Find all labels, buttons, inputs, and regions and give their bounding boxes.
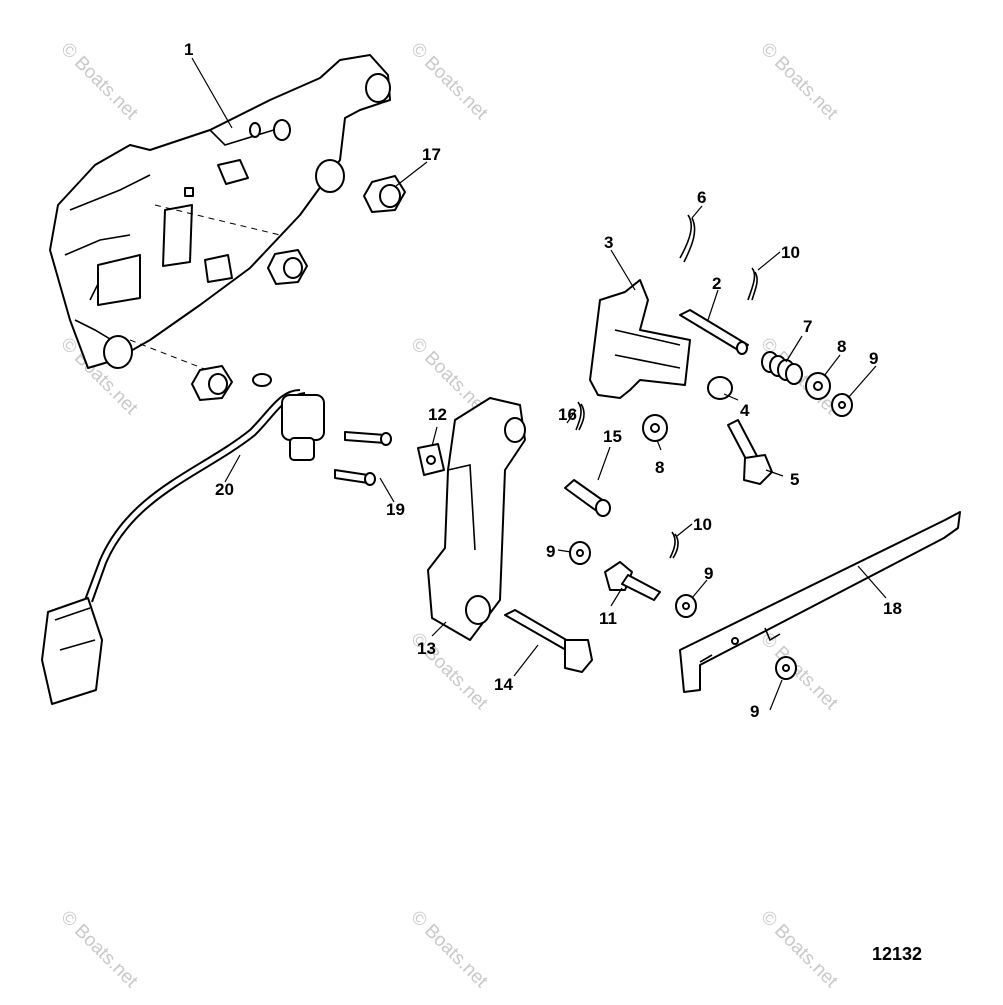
callout-10-lower: 10 — [693, 515, 712, 534]
callout-17: 17 — [422, 145, 441, 164]
callout-16: 16 — [558, 405, 577, 424]
callout-20: 20 — [215, 480, 234, 499]
part-19-screws — [334, 431, 392, 486]
part-15-pin — [564, 479, 611, 517]
callout-2: 2 — [712, 274, 721, 293]
callout-11: 11 — [599, 609, 617, 628]
callout-3: 3 — [604, 233, 613, 252]
part-7-spring — [761, 351, 803, 385]
callout-9-left: 9 — [546, 542, 555, 561]
part-9-washer-right — [831, 393, 853, 417]
part-9-washer-middle — [675, 594, 697, 618]
part-2-pin — [679, 309, 749, 355]
part-9-washer-left — [569, 541, 591, 565]
part-16-cotter-pin — [575, 401, 585, 431]
part-3-shift-cam — [589, 279, 691, 399]
callout-6: 6 — [697, 188, 706, 207]
part-17-nut — [363, 175, 406, 213]
part-20-neutral-switch-harness — [41, 389, 325, 705]
watermark-3: © Boats.net — [756, 39, 842, 125]
callout-12: 12 — [428, 405, 447, 424]
watermark-1: © Boats.net — [56, 39, 142, 125]
part-12-retainer — [417, 443, 445, 476]
callout-15: 15 — [603, 427, 622, 446]
callout-labels: 1 2 3 4 5 6 7 8 8 9 9 9 9 9 10 10 11 12 … — [184, 40, 902, 721]
watermark-8: © Boats.net — [756, 629, 842, 715]
watermark-9: © Boats.net — [56, 907, 142, 993]
watermark-2: © Boats.net — [406, 39, 492, 125]
small-clip — [252, 373, 272, 387]
part-1-shift-bracket — [49, 54, 391, 369]
part-8-washer-lower — [642, 414, 668, 442]
part-11-stud — [604, 561, 661, 601]
part-10-cotter-pin-upper — [747, 267, 758, 301]
part-5-bolt — [727, 419, 773, 485]
part-18-link-rod — [679, 511, 961, 693]
part-8-washer-upper — [805, 372, 831, 400]
leader-lines — [191, 57, 887, 711]
callout-7: 7 — [803, 317, 812, 336]
callout-1: 1 — [184, 40, 193, 59]
callout-8-upper: 8 — [837, 337, 846, 356]
watermark-11: © Boats.net — [756, 907, 842, 993]
part-1-bushing — [365, 73, 391, 103]
callout-10-upper: 10 — [781, 243, 800, 262]
part-6-cotter-pin — [679, 214, 696, 263]
watermark-10: © Boats.net — [406, 907, 492, 993]
callout-8-lower: 8 — [655, 458, 664, 477]
part-13-shift-lever — [427, 397, 526, 641]
diagram-reference-number: 12132 — [872, 944, 922, 964]
part-9-washer-bottom — [775, 656, 797, 680]
callout-18: 18 — [883, 599, 902, 618]
part-10-cotter-pin-lower — [669, 531, 679, 559]
callout-14: 14 — [494, 675, 513, 694]
callout-9-bottom: 9 — [750, 702, 759, 721]
bracket-nut-middle — [267, 249, 308, 285]
callout-13: 13 — [417, 639, 436, 658]
part-14-bolt — [504, 609, 593, 673]
bracket-nut-lower — [191, 365, 233, 401]
callout-4: 4 — [740, 401, 750, 420]
callout-9-right: 9 — [869, 349, 878, 368]
part-4-roller — [707, 376, 733, 400]
callout-5: 5 — [790, 470, 799, 489]
callout-19: 19 — [386, 500, 405, 519]
callout-9-middle: 9 — [704, 564, 713, 583]
